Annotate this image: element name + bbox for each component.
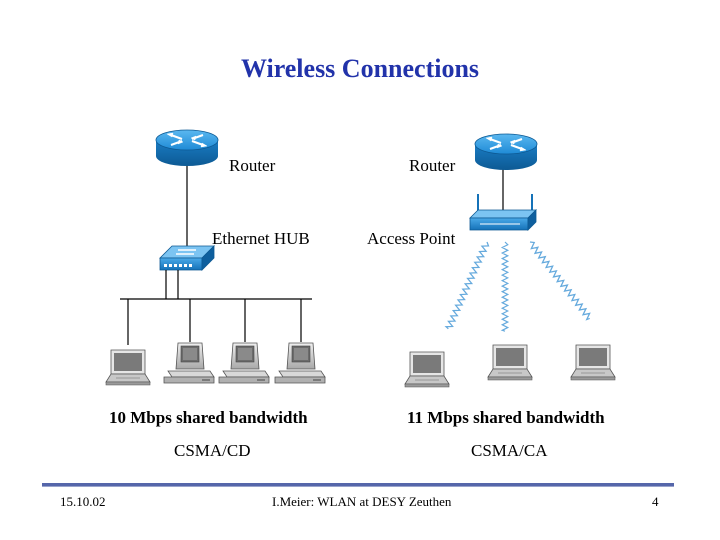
laptop-icon <box>404 351 450 388</box>
desktop-icon <box>218 342 270 384</box>
wireless-protocol-label: CSMA/CA <box>471 441 548 460</box>
router-icon <box>155 129 219 167</box>
desktop-icon <box>163 342 215 384</box>
access-point-label: Access Point <box>367 229 456 248</box>
laptop-icon <box>105 349 151 386</box>
wireless-bandwidth-label: 11 Mbps shared bandwidth <box>407 408 605 427</box>
hub-label: Ethernet HUB <box>212 229 310 248</box>
hub-icon <box>159 245 215 271</box>
footer-divider <box>42 483 674 486</box>
footer-center-text: I.Meier: WLAN at DESY Zeuthen <box>272 494 452 509</box>
slide-title: Wireless Connections <box>240 54 480 83</box>
laptop-icon <box>570 344 616 381</box>
footer-date: 15.10.02 <box>60 494 106 509</box>
access-point-icon <box>469 194 537 231</box>
router-label: Router <box>409 156 456 175</box>
laptop-icon <box>487 344 533 381</box>
wireless-signal <box>445 239 593 332</box>
router-icon <box>474 133 538 171</box>
router-label: Router <box>229 156 276 175</box>
footer-divider-shadow <box>42 486 674 487</box>
wired-bandwidth-label: 10 Mbps shared bandwidth <box>109 408 308 427</box>
wired-protocol-label: CSMA/CD <box>174 441 251 460</box>
page-number: 4 <box>652 494 659 509</box>
desktop-icon <box>274 342 326 384</box>
ethernet-bus <box>120 270 312 345</box>
